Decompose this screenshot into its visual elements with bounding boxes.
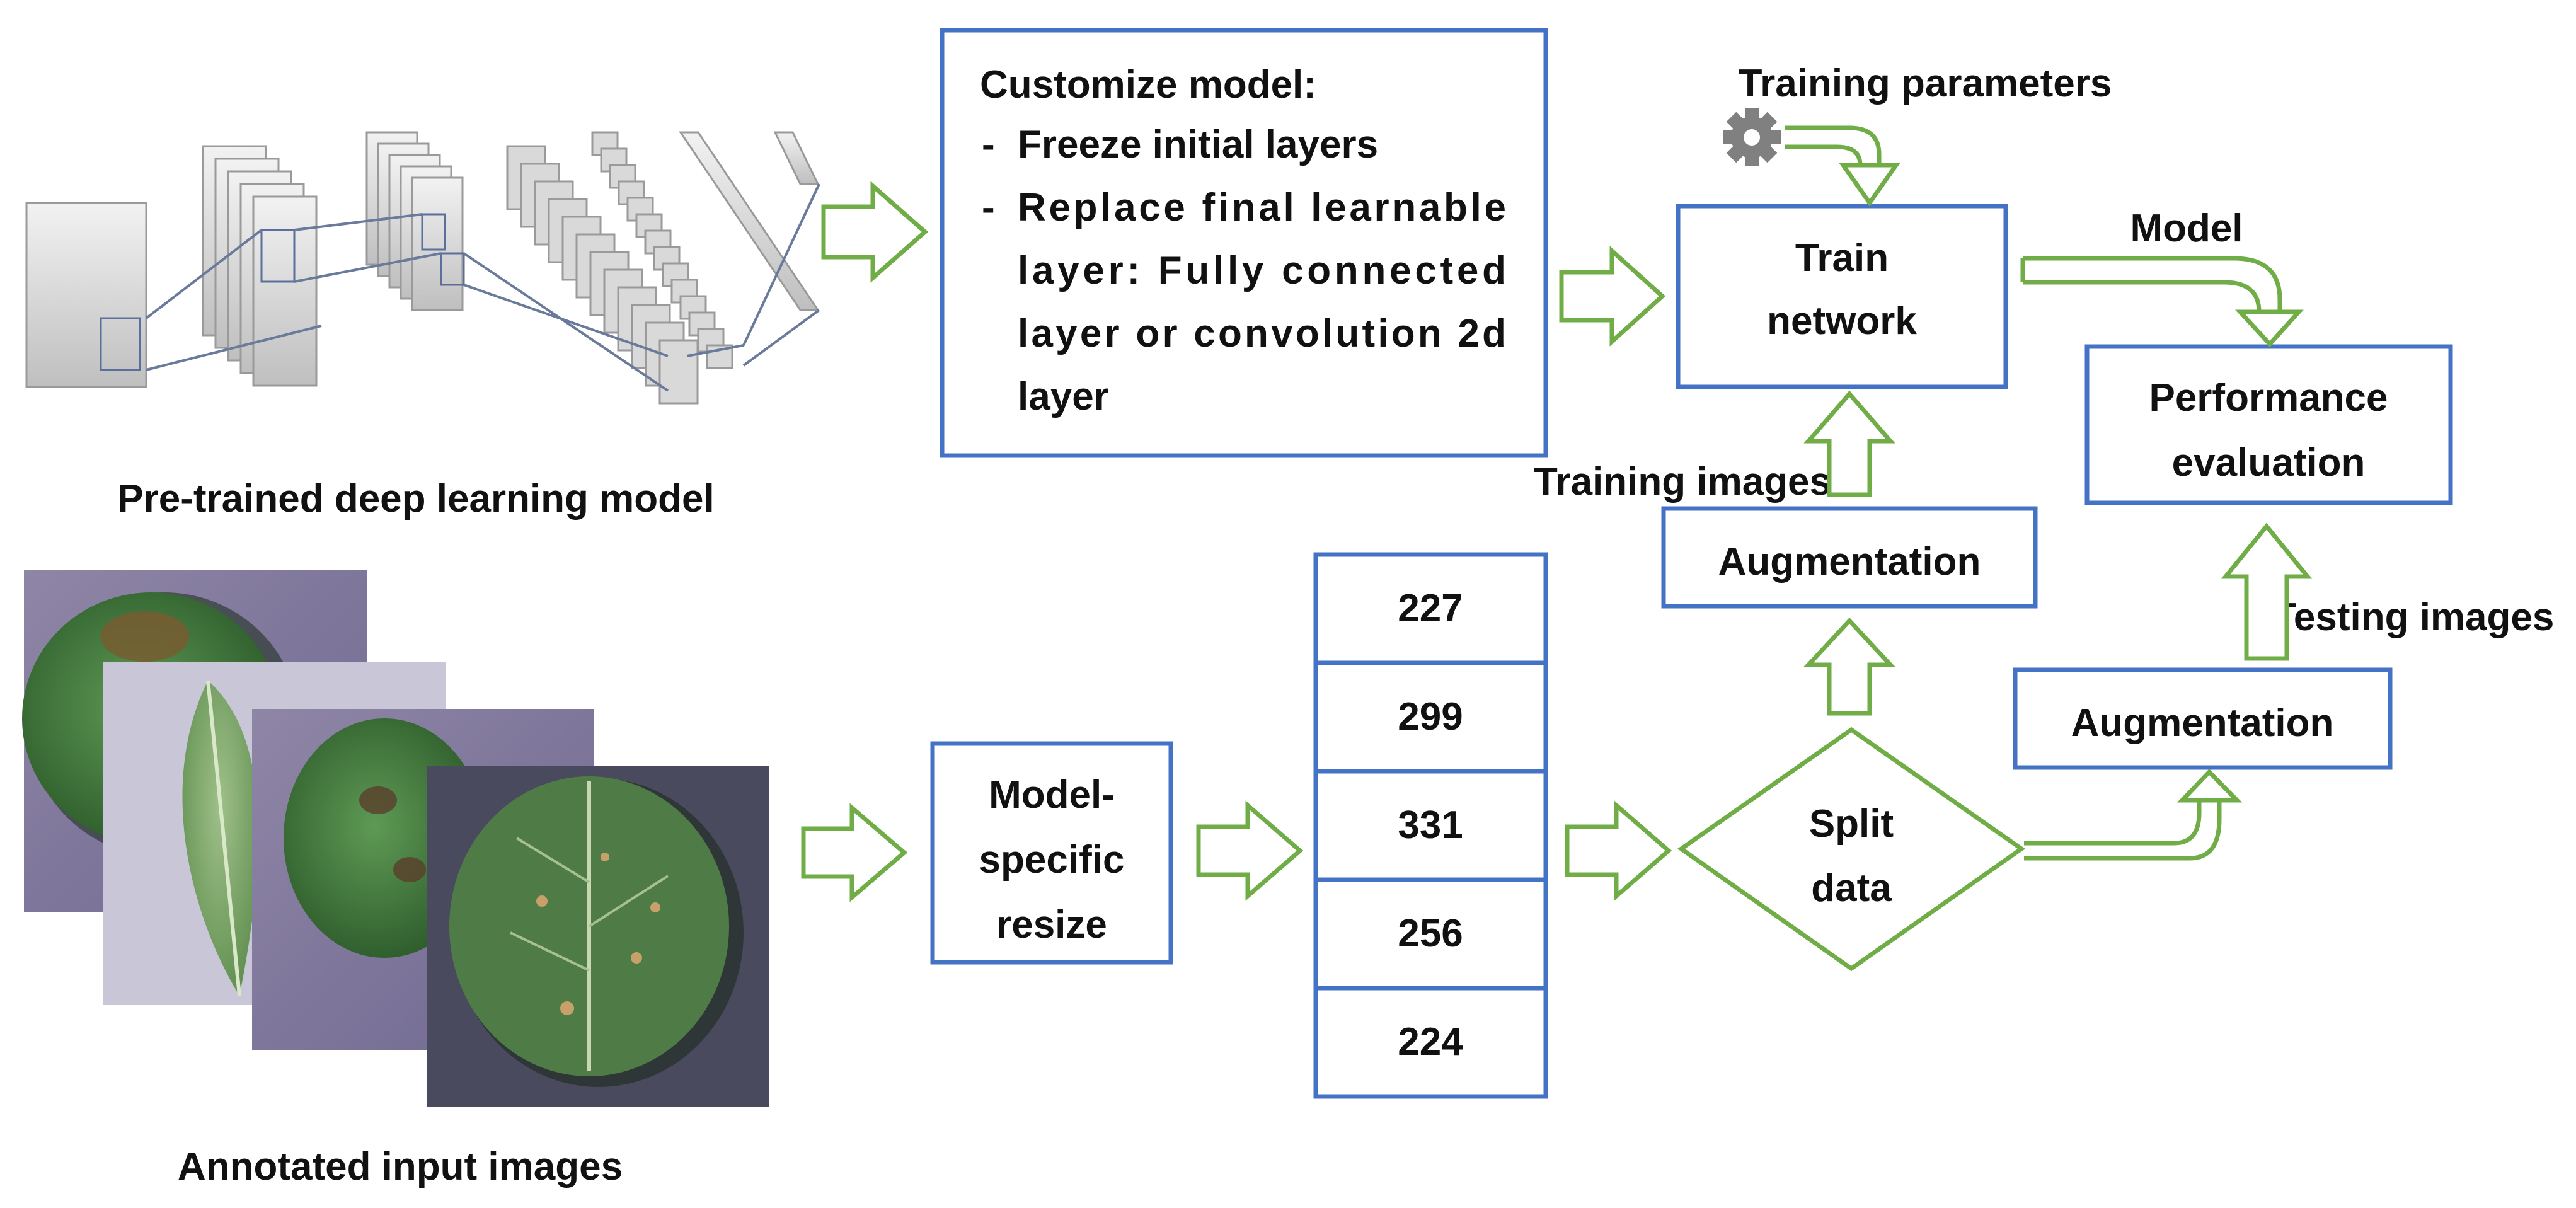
split-line-1: Split <box>1809 802 1894 846</box>
arrow-augmentation-to-train <box>1803 390 1895 497</box>
size-value: 227 <box>1398 587 1463 630</box>
param-arrow-top <box>1785 125 1882 165</box>
size-cell <box>1313 552 1548 665</box>
cnn-slab <box>644 229 672 255</box>
split-to-test-arrow-top <box>2024 800 2202 846</box>
leaf-photo <box>427 766 769 1107</box>
model-specific-resize-box <box>930 741 1173 965</box>
customize-dash-1: - <box>982 123 995 166</box>
customize-item-1: Freeze initial layers <box>1018 123 1378 166</box>
training-parameters-label: Training parameters <box>1739 62 2112 105</box>
performance-line-2: evaluation <box>2172 441 2366 485</box>
cnn-slab <box>658 339 699 405</box>
train-network-box <box>1676 204 2008 389</box>
model-label: Model <box>2130 207 2243 250</box>
size-value: 331 <box>1398 803 1463 847</box>
arrow-customize-to-train <box>1559 246 1666 347</box>
train-network-line-1: Train <box>1795 236 1889 280</box>
size-cell <box>1313 986 1548 1099</box>
customize-heading: Customize model: <box>980 63 1316 106</box>
customize-model-box <box>940 28 1548 458</box>
model-arrow-top <box>2023 256 2282 312</box>
size-list: 227 299 331 256 224 <box>1313 552 1548 1099</box>
arrow-cnn-to-customize <box>821 181 929 283</box>
customize-dash-2: - <box>982 186 995 229</box>
split-line-2: data <box>1811 866 1892 910</box>
cnn-layer-stack <box>25 131 820 405</box>
augmentation-train-label: Augmentation <box>1718 540 1981 584</box>
resize-line-1: Model- <box>989 773 1115 817</box>
customize-item-2-line-1: Replace final learnable <box>1018 186 1506 229</box>
size-value: 224 <box>1398 1020 1463 1064</box>
arrow-split-to-augmentation <box>1803 617 1896 716</box>
split-to-test-arrow-bottom <box>2024 800 2222 861</box>
param-arrow-bottom <box>1785 144 1863 166</box>
size-value: 256 <box>1398 912 1463 955</box>
augmentation-test-label: Augmentation <box>2071 701 2334 745</box>
performance-evaluation-box <box>2084 344 2453 505</box>
customize-item-2-line-3: layer or convolution 2d <box>1018 312 1506 355</box>
leaf-photo-stack <box>22 570 769 1107</box>
arrow-sizes-to-split <box>1565 800 1672 901</box>
size-cell <box>1313 769 1548 882</box>
leaves-caption: Annotated input images <box>178 1145 623 1188</box>
augmentation-test-box <box>2013 667 2393 770</box>
model-arrow-bottom <box>2023 280 2262 313</box>
testing-images-label: Testing images <box>2273 595 2555 639</box>
arrow-augmentation-to-performance <box>2221 522 2313 661</box>
gear-icon <box>1723 108 1781 166</box>
performance-line-1: Performance <box>2149 376 2388 420</box>
param-arrow-head <box>1839 163 1900 207</box>
cnn-caption: Pre-trained deep learning model <box>117 477 714 521</box>
split-data-diamond <box>1677 727 2026 972</box>
resize-line-2: specific <box>979 838 1125 882</box>
customize-item-2-line-2: layer: Fully connected <box>1018 249 1506 292</box>
arrow-resize-to-sizes <box>1196 800 1304 901</box>
training-images-label: Training images <box>1534 460 1831 503</box>
arrow-images-to-resize <box>801 803 908 902</box>
train-network-line-2: network <box>1767 299 1917 343</box>
resize-line-3: resize <box>996 903 1107 946</box>
size-value: 299 <box>1398 695 1463 739</box>
split-to-test-arrow-head <box>2176 768 2243 803</box>
augmentation-train-box <box>1661 506 2038 609</box>
size-cell <box>1313 660 1548 774</box>
customize-item-2-line-4: layer <box>1018 375 1109 418</box>
model-arrow-head <box>2235 309 2304 348</box>
